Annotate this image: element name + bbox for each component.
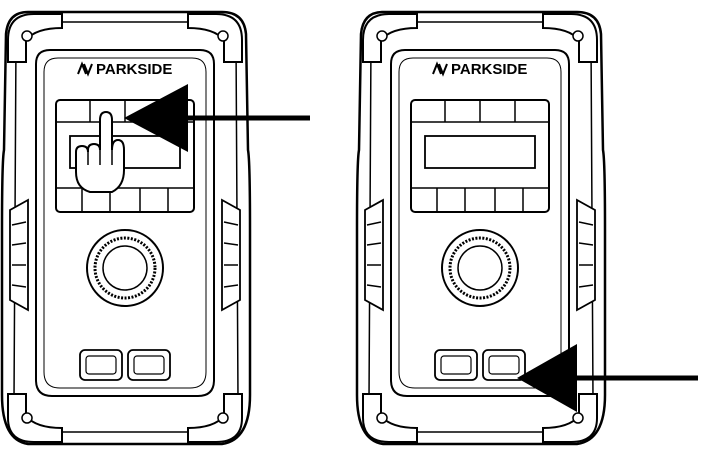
arrow-left-icon	[124, 84, 310, 152]
device-right: PARKSIDE	[355, 10, 698, 446]
device-left: PARKSIDE	[0, 10, 310, 446]
brand-name: PARKSIDE	[96, 61, 172, 78]
brand-logo-left: PARKSIDE	[77, 61, 172, 78]
arrow-left-icon	[517, 344, 698, 412]
hand-pointer-icon	[75, 110, 125, 193]
brand-name: PARKSIDE	[451, 61, 527, 78]
brand-logo-right: PARKSIDE	[432, 61, 527, 78]
